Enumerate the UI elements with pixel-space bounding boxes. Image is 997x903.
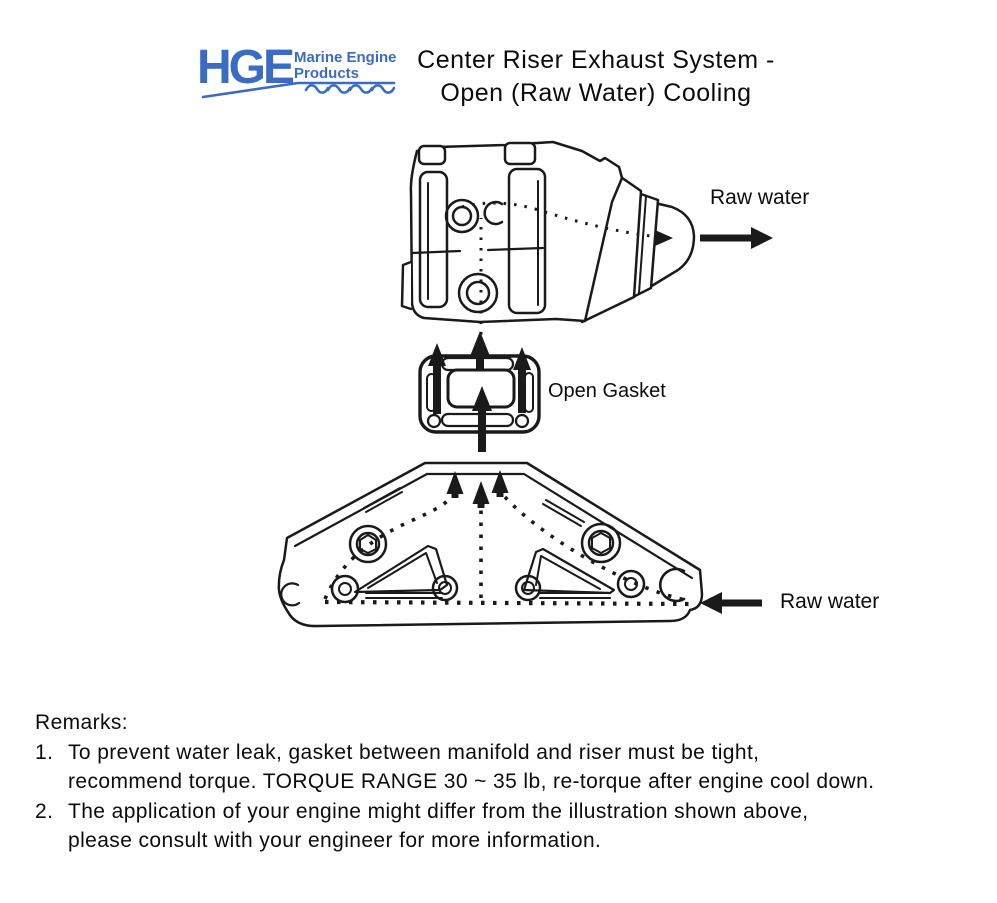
- remark-number: 1.: [35, 740, 54, 764]
- logo-waves: [201, 81, 396, 99]
- logo-tagline-line1: Marine Engine: [294, 49, 397, 66]
- logo-tagline: Marine Engine Products: [294, 50, 397, 82]
- raw-water-in-arrow-icon: [700, 592, 762, 614]
- logo-acronym: HGE: [197, 41, 295, 94]
- exhaust-manifold-part: [277, 461, 704, 628]
- center-riser-part: [400, 140, 696, 345]
- remark-item-1: 1. To prevent water leak, gasket between…: [35, 738, 874, 797]
- page-title-line2: Open (Raw Water) Cooling: [440, 79, 752, 107]
- open-gasket-part: [418, 331, 541, 452]
- page-title: Center Riser Exhaust System - Open (Raw …: [396, 44, 796, 110]
- remark-1-line-2: recommend torque. TORQUE RANGE 30 ~ 35 l…: [68, 770, 875, 793]
- riser-port-lower: [457, 272, 499, 314]
- remarks-section: Remarks: 1. To prevent water leak, gaske…: [35, 708, 874, 856]
- raw-water-out-arrow-icon: [700, 227, 773, 249]
- riser-port-upper: [444, 198, 480, 234]
- remark-text: To prevent water leak, gasket between ma…: [68, 738, 874, 797]
- flow-arrow-icon: [655, 230, 673, 246]
- gasket-flow-arrows: [428, 331, 531, 452]
- manifold-outline: [277, 461, 704, 628]
- label-raw-water-in: Raw water: [780, 590, 880, 613]
- remark-item-2: 2. The application of your engine might …: [35, 797, 874, 856]
- label-raw-water-out: Raw water: [710, 186, 810, 209]
- remark-2-line-1: The application of your engine might dif…: [68, 799, 809, 823]
- label-open-gasket: Open Gasket: [548, 380, 666, 402]
- manifold-flow-arrows: [446, 470, 509, 508]
- logo-tagline-line2: Products: [294, 65, 360, 82]
- manifold-flow-paths: [323, 495, 693, 607]
- remark-2-line-2: please consult with your engineer for mo…: [68, 829, 602, 852]
- page-title-line1: Center Riser Exhaust System -: [417, 46, 775, 74]
- riser-port-open: [483, 200, 504, 226]
- remark-text: The application of your engine might dif…: [68, 797, 809, 856]
- remark-1-line-1: To prevent water leak, gasket between ma…: [68, 740, 760, 764]
- remark-number: 2.: [35, 799, 54, 823]
- remarks-heading: Remarks:: [35, 711, 129, 734]
